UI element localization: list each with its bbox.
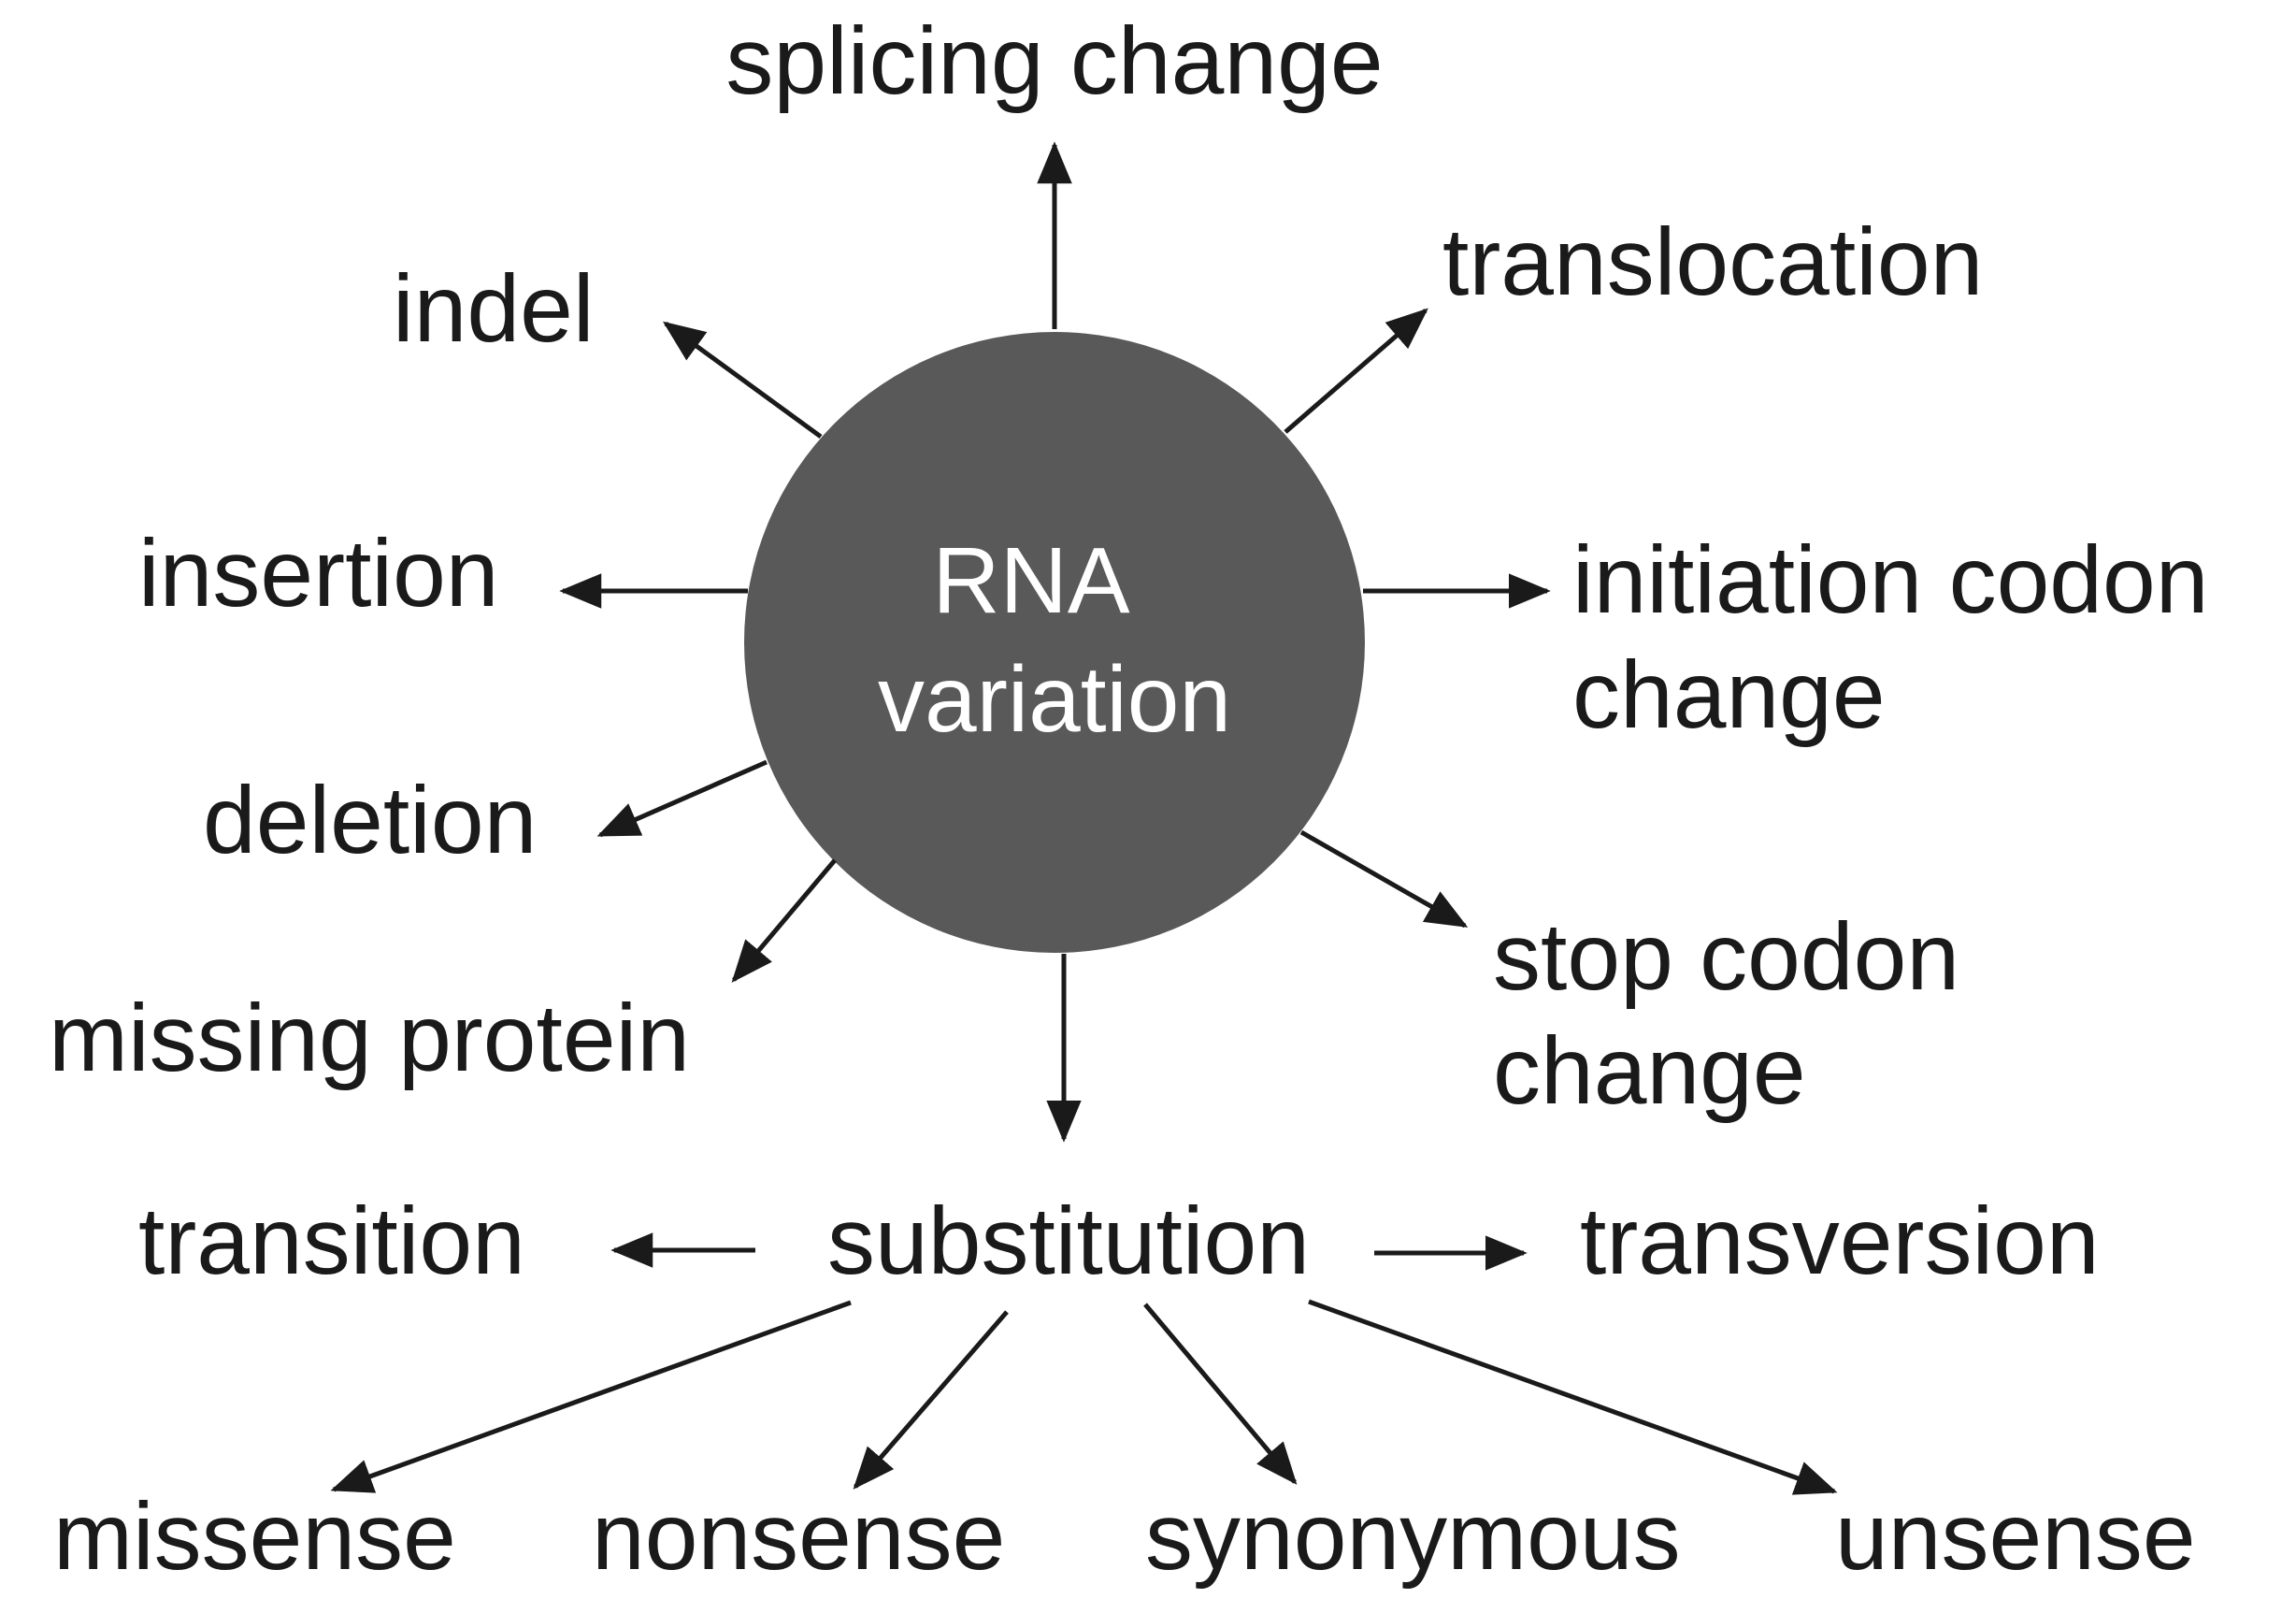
center-node [744, 332, 1365, 953]
arrow-to-deletion [596, 759, 768, 838]
label-synonymous: synonymous [1145, 1483, 1681, 1590]
label-stop-codon-line2: change [1493, 1017, 1806, 1124]
arrow-to-synonymous [1143, 1303, 1298, 1485]
arrow-to-nonsense [853, 1310, 1009, 1490]
label-substitution: substitution [827, 1188, 1310, 1294]
arrow-to-unsense [1308, 1299, 1838, 1495]
center-label-line2: variation [878, 647, 1231, 752]
label-initiation-codon-line2: change [1572, 641, 1886, 748]
label-unsense: unsense [1835, 1483, 2196, 1590]
arrow-to-missense [330, 1300, 852, 1493]
label-insertion: insertion [138, 520, 499, 626]
label-initiation-codon-line1: initiation codon [1572, 526, 2208, 633]
label-transversion: transversion [1580, 1188, 2100, 1294]
arrow-to-missing-protein [731, 858, 837, 983]
label-stop-codon-line1: stop codon [1493, 903, 1959, 1010]
label-deletion: deletion [203, 767, 537, 873]
label-indel: indel [393, 255, 595, 362]
label-transition: transition [138, 1188, 525, 1294]
label-nonsense: nonsense [592, 1483, 1005, 1590]
label-splicing-change: splicing change [725, 7, 1383, 114]
arrow-to-translocation [1284, 308, 1428, 434]
arrow-to-stop-codon-change [1299, 829, 1469, 929]
label-missing-protein: missing protein [49, 985, 690, 1091]
label-translocation: translocation [1442, 209, 1983, 315]
center-label-line1: RNA [932, 528, 1129, 633]
label-missense: missense [53, 1483, 456, 1590]
arrow-to-indel [662, 321, 823, 439]
